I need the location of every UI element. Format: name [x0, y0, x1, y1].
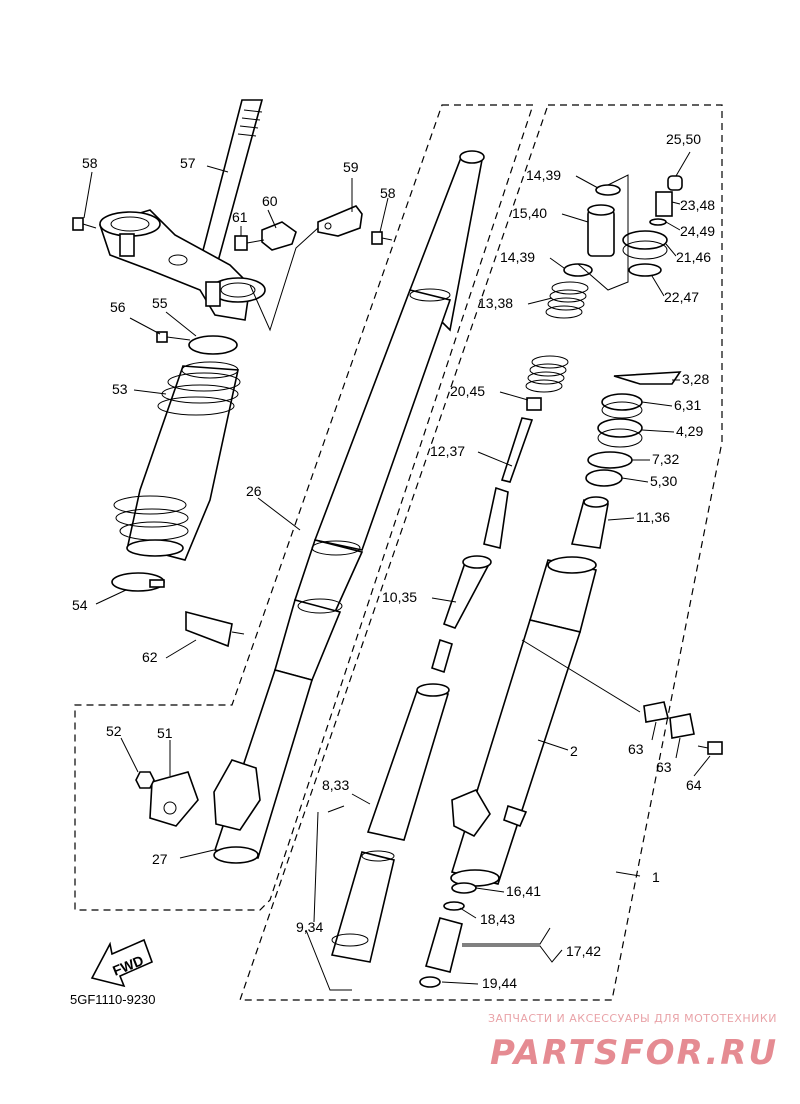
band-54[interactable] — [111, 572, 165, 592]
label-18-43: 18,43 — [480, 911, 515, 927]
outer-tube-27[interactable] — [213, 669, 314, 864]
bolt-58-left[interactable] — [72, 217, 97, 231]
label-10-35: 10,35 — [382, 589, 417, 605]
bushing-11-36[interactable] — [570, 496, 609, 549]
bolt-64[interactable] — [697, 741, 723, 755]
label-5-30: 5,30 — [650, 473, 677, 489]
watermark-subtitle: ЗАПЧАСТИ И АКСЕССУАРЫ ДЛЯ МОТОТЕХНИКИ — [488, 1012, 777, 1025]
label-8-33: 8,33 — [322, 777, 349, 793]
label-22-47: 22,47 — [664, 289, 699, 305]
washer-16-41[interactable] — [451, 882, 477, 894]
label-23-48: 23,48 — [680, 197, 715, 213]
label-20-45: 20,45 — [450, 383, 485, 399]
fwd-arrow: FWD — [90, 938, 154, 988]
bolt-56[interactable] — [156, 331, 191, 343]
spring-13-38[interactable] — [525, 281, 589, 393]
bolt-58-right[interactable] — [371, 231, 393, 245]
nut-20-45[interactable] — [526, 397, 542, 411]
label-59: 59 — [343, 159, 359, 175]
label-15-40: 15,40 — [512, 205, 547, 221]
oil-seal-4-29[interactable] — [597, 418, 643, 448]
label-13-38: 13,38 — [478, 295, 513, 311]
damper-10-35[interactable] — [431, 555, 492, 674]
label-14-39-lower: 14,39 — [500, 249, 535, 265]
label-7-32: 7,32 — [652, 451, 679, 467]
label-63-right: 63 — [656, 759, 672, 775]
label-17-42: 17,42 — [566, 943, 601, 959]
label-2: 2 — [570, 743, 578, 759]
label-12-37: 12,37 — [430, 443, 465, 459]
label-6-31: 6,31 — [674, 397, 701, 413]
guide-62[interactable] — [185, 610, 245, 648]
label-63-left: 63 — [628, 741, 644, 757]
label-56: 56 — [110, 299, 126, 315]
nut-52[interactable] — [135, 771, 155, 789]
outline-inner-tube-assembly — [239, 104, 723, 1001]
outline-outer-tube-assembly — [74, 104, 534, 911]
label-24-49: 24,49 — [680, 223, 715, 239]
label-64: 64 — [686, 777, 702, 793]
label-21-46: 21,46 — [676, 249, 711, 265]
label-62: 62 — [142, 649, 158, 665]
under-bracket[interactable] — [98, 209, 266, 321]
gasket-18-43[interactable] — [443, 901, 465, 911]
diagram-code: 5GF1110-9230 — [70, 992, 156, 1007]
washer-14-39-lower[interactable] — [563, 263, 593, 277]
label-3-28: 3,28 — [682, 371, 709, 387]
dust-seal-6-31[interactable] — [601, 393, 643, 419]
label-27: 27 — [152, 851, 168, 867]
label-1: 1 — [652, 869, 660, 885]
outer-tube-2[interactable] — [450, 556, 597, 887]
watermark: ЗАПЧАСТИ И АКСЕССУАРЫ ДЛЯ МОТОТЕХНИКИ PA… — [488, 1012, 778, 1073]
watermark-brand: PARTSFOR.RU — [490, 1033, 778, 1073]
spacer-15-40[interactable] — [587, 204, 615, 257]
label-25-50: 25,50 — [666, 131, 701, 147]
label-4-29: 4,29 — [676, 423, 703, 439]
bolt-23-48[interactable] — [655, 191, 673, 217]
clip-3-28[interactable] — [613, 371, 682, 385]
oring-22-47[interactable] — [628, 263, 662, 277]
oring-24-49[interactable] — [649, 218, 667, 226]
nut-19-44[interactable] — [419, 976, 441, 988]
label-19-44: 19,44 — [482, 975, 517, 991]
label-61: 61 — [232, 209, 248, 225]
label-26: 26 — [246, 483, 262, 499]
leader-lines — [83, 151, 711, 991]
label-9-34: 9,34 — [296, 919, 323, 935]
label-52: 52 — [106, 723, 122, 739]
label-11-36: 11,36 — [636, 509, 670, 525]
part-labels: 58 57 59 58 60 61 56 55 53 26 54 62 52 5… — [72, 131, 715, 991]
cap-25-50[interactable] — [667, 175, 683, 191]
clamp-60[interactable] — [261, 221, 297, 251]
clamp-63-right[interactable] — [669, 713, 695, 739]
outer-tube-26[interactable] — [274, 150, 485, 681]
steering-stem-57[interactable] — [199, 99, 264, 266]
bracket-51[interactable] — [149, 771, 199, 827]
fork-boot-53[interactable] — [113, 361, 241, 561]
bolt-61[interactable] — [234, 235, 265, 251]
label-57: 57 — [180, 155, 196, 171]
washer-14-39-upper[interactable] — [595, 184, 621, 196]
label-51: 51 — [157, 725, 173, 741]
rod-12-37[interactable] — [483, 417, 534, 549]
bushing-5-30[interactable] — [585, 469, 623, 487]
bracket-59[interactable] — [317, 205, 363, 237]
inner-tube-9-34[interactable] — [330, 850, 395, 963]
clamp-55[interactable] — [188, 335, 238, 355]
label-60: 60 — [262, 193, 278, 209]
label-14-39-upper: 14,39 — [526, 167, 561, 183]
label-55: 55 — [152, 295, 168, 311]
inner-tube-8-33[interactable] — [366, 683, 450, 841]
label-58-left: 58 — [82, 155, 98, 171]
label-58-right: 58 — [380, 185, 396, 201]
label-53: 53 — [112, 381, 128, 397]
label-54: 54 — [72, 597, 88, 613]
washer-7-32[interactable] — [587, 451, 633, 469]
label-16-41: 16,41 — [506, 883, 541, 899]
bolt-17-42[interactable] — [424, 917, 463, 973]
clamp-63-left[interactable] — [643, 701, 669, 723]
cap-bolt-21-46[interactable] — [622, 230, 668, 260]
